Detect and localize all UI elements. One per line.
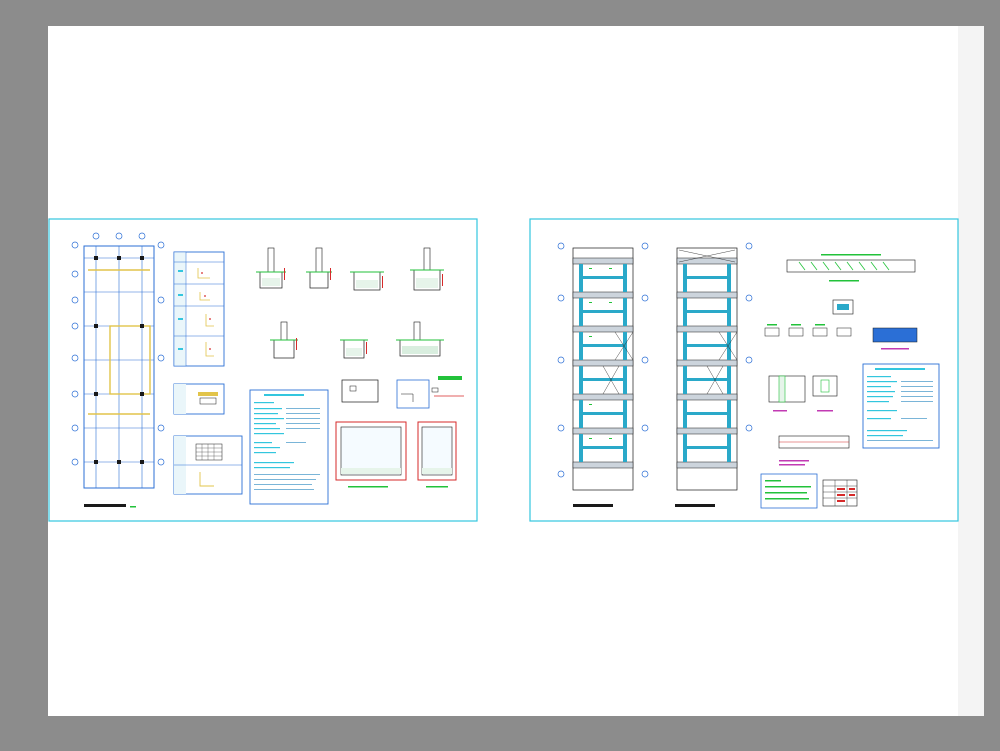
floor-framing-plan-1 bbox=[557, 242, 649, 507]
details-table bbox=[173, 251, 243, 495]
layout-viewport-left[interactable] bbox=[48, 218, 478, 522]
sheet-edge bbox=[958, 26, 984, 716]
cistern-details bbox=[335, 376, 464, 488]
schedule-table bbox=[760, 473, 858, 509]
beam-sections bbox=[764, 254, 918, 466]
floor-framing-plan-2 bbox=[675, 242, 753, 507]
viewer-bottom-bar bbox=[0, 716, 1000, 751]
sheet-border bbox=[48, 218, 478, 522]
layout-viewport-right[interactable] bbox=[529, 218, 959, 522]
general-notes bbox=[249, 389, 329, 505]
viewer-top-bar bbox=[0, 0, 1000, 26]
drawing-left bbox=[48, 218, 478, 522]
general-notes bbox=[862, 363, 940, 449]
footing-sections bbox=[256, 247, 444, 359]
foundation-plan bbox=[71, 232, 165, 508]
drawing-right bbox=[529, 218, 959, 522]
